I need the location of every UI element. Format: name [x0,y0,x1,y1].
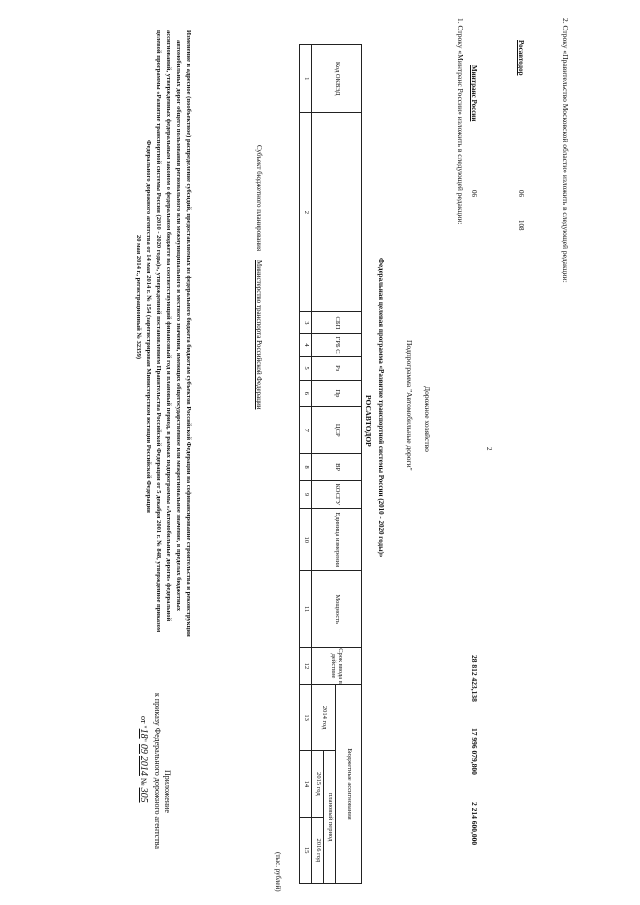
num-cell: 4 [299,333,312,357]
col-csr: ЦСР [311,406,362,454]
intro-line-2: автомобильных дорог общего пользования р… [175,40,182,612]
col-term: Срок ввода в действие [311,647,362,685]
num-cell: 5 [299,356,312,381]
col-name [311,112,362,312]
units-label: (тыс. рублей) [274,852,282,892]
col-rz: Рз [311,356,362,381]
item1-org2-code1: 06 [517,190,525,197]
intro-line-5: Федерального дорожного агентства от 14 м… [145,140,152,513]
item2-text: 2. Строку «Правительство Московской обла… [561,18,570,283]
col-power: Мощность [311,570,362,648]
col-budget: Бюджетные ассигнования [335,684,362,884]
col-kod-okved: Код ОКВЭД [311,44,362,113]
col-pr: Пр [311,380,362,407]
num-cell: 2 [299,112,312,312]
item1-org1: Минтранс России [470,65,478,122]
road-title: Дорожное хозяйство [423,386,432,452]
intro-line-6: 20 мая 2014 г., регистрационный № 32359) [135,235,142,360]
col-grbs: ГРБ С [311,333,362,357]
num-cell: 13 [299,684,312,751]
budget-table: Код ОКВЭД СБП ГРБ С Рз Пр ЦСР ВР КОСГУ Е… [299,44,362,884]
order-reference: к приказу Федерального дорожного агентст… [153,693,162,849]
order-date: от "18" 09 2014 № 305 [138,716,149,803]
item1-org1-code: 06 [470,190,478,197]
num-cell: 1 [299,44,312,113]
total-2015: 17 996 079,800 [470,728,479,775]
appendix-label: Приложение [163,770,172,813]
col-sbp: СБП [311,311,362,334]
subprogram-title: Подпрограмма "Автомобильные дороги" [405,340,414,471]
col-2016: 2016 год [311,817,324,884]
subject-label: Субъект бюджетного планирования [255,145,263,252]
num-cell: 7 [299,406,312,454]
col-kosgu: КОСГУ [311,480,362,509]
num-cell: 8 [299,453,312,481]
num-cell: 15 [299,817,312,884]
col-2015: 2015 год [311,750,324,818]
item1-org2: Росавтодор [517,40,525,76]
num-cell: 11 [299,570,312,648]
item1-org2-code2: 108 [517,220,525,231]
program-title: Федеральная целевая программа «Развитие … [377,258,385,558]
total-2014: 28 812 423,138 [470,655,479,702]
page-mark: 2 [485,447,493,451]
intro-line-1: Изменение в адресное (пообъектное) распр… [185,30,192,637]
table-number-row: 1 2 3 4 5 6 7 8 9 10 11 12 13 14 15 [299,44,312,884]
total-2016: 2 214 600,000 [470,802,479,846]
rosavtodor-heading: РОСАВТОДОР [364,395,373,447]
num-cell: 3 [299,311,312,334]
col-2014: 2014 год [311,684,336,751]
num-cell: 10 [299,508,312,571]
item1-text: 1. Строку «Минтранс России» изложить в с… [456,18,465,225]
num-cell: 12 [299,647,312,685]
num-cell: 6 [299,380,312,407]
intro-line-4: целевой программы «Развитие транспортной… [155,30,162,633]
col-plan: плановый период [323,750,336,884]
col-vr: ВР [311,453,362,481]
num-cell: 14 [299,750,312,818]
subject-value: Министерство транспорта Российской Федер… [255,260,263,410]
col-unit: Единица измерения [311,508,362,571]
intro-line-3: ассигнований, утвержденных федеральным з… [165,30,172,622]
num-cell: 9 [299,480,312,509]
